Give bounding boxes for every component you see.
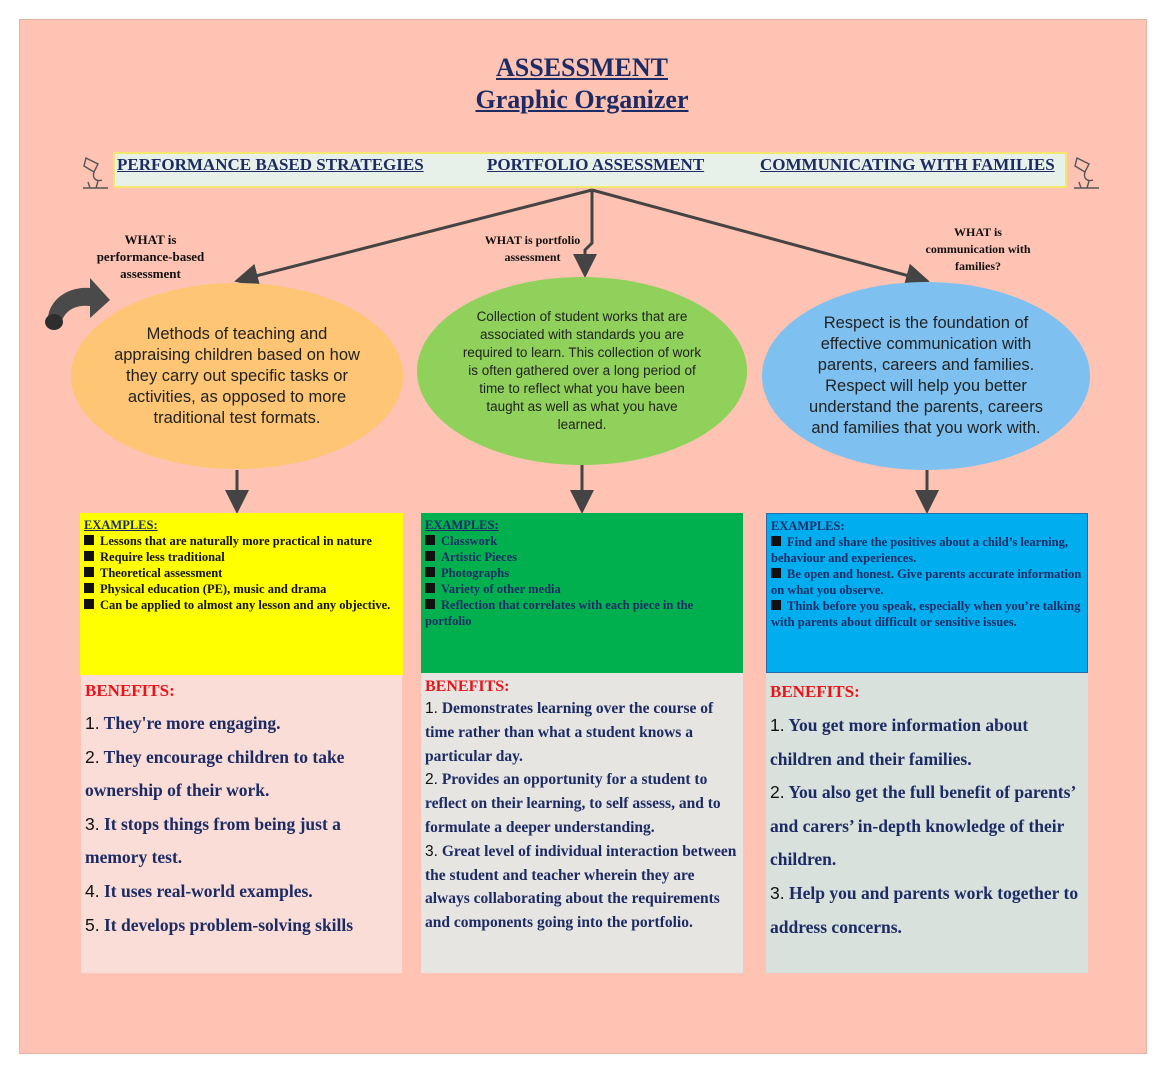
list-item: 2. They encourage children to take owner… [85, 746, 345, 801]
list-item: 3. Great level of individual interaction… [425, 842, 737, 932]
examples-portfolio: EXAMPLES: Classwork Artistic Pieces Phot… [421, 513, 743, 673]
question-communication: WHAT is communication with families? [925, 225, 1031, 273]
benefits-heading: BENEFITS: [425, 678, 510, 695]
description-communication: Respect is the foundation of effective c… [809, 314, 1043, 437]
strategies-banner: PERFORMANCE BASED STRATEGIES PORTFOLIO A… [113, 152, 1067, 188]
list-item: 3. Help you and parents work together to… [770, 882, 1079, 937]
bulb-icon [1071, 154, 1101, 190]
list-item: 3. It stops things from being just a mem… [85, 813, 341, 868]
description-portfolio: Collection of student works that are ass… [462, 309, 702, 432]
banner-communicating: COMMUNICATING WITH FAMILIES [760, 155, 1055, 174]
list-item: Be open and honest. Give parents accurat… [771, 567, 1082, 597]
list-item: Think before you speak, especially when … [771, 599, 1081, 629]
list-item: 2. Provides an opportunity for a student… [425, 771, 721, 836]
list-item: 1. Demonstrates learning over the course… [425, 700, 714, 765]
ellipse-communication: Respect is the foundation of effective c… [762, 282, 1090, 470]
examples-heading: EXAMPLES: [425, 518, 499, 532]
benefits-communication: BENEFITS: 1. You get more information ab… [766, 673, 1088, 973]
list-item: 2. You also get the full benefit of pare… [770, 782, 1075, 870]
banner-performance: PERFORMANCE BASED STRATEGIES [117, 155, 424, 174]
list-item: Photographs [425, 565, 739, 581]
question-performance: WHAT is performance-based assessment [96, 232, 205, 281]
list-item: Require less traditional [84, 549, 399, 565]
list-item: 1. They're more engaging. [85, 713, 281, 733]
description-performance: Methods of teaching and appraising child… [114, 324, 360, 427]
list-item: Theoretical assessment [84, 565, 399, 581]
list-item: Artistic Pieces [425, 549, 739, 565]
page-subtitle: Graphic Organizer [475, 85, 689, 114]
arrow-to-communication [591, 188, 930, 287]
benefits-heading: BENEFITS: [770, 682, 860, 701]
list-item: Variety of other media [425, 581, 739, 597]
benefits-performance: BENEFITS: 1. They're more engaging. 2. T… [81, 675, 402, 973]
list-item: 4. It uses real-world examples. [85, 880, 313, 901]
list-item: Classwork [425, 533, 739, 549]
page-title: ASSESSMENT [496, 53, 668, 82]
benefits-heading: BENEFITS: [85, 681, 175, 700]
ellipse-portfolio: Collection of student works that are ass… [417, 277, 747, 465]
list-item: 1. You get more information about childr… [770, 715, 1029, 769]
list-item: Find and share the positives about a chi… [771, 535, 1068, 565]
examples-performance: EXAMPLES: Lessons that are naturally mor… [80, 513, 403, 675]
banner-portfolio: PORTFOLIO ASSESSMENT [487, 155, 705, 174]
arrow-to-portfolio [573, 190, 597, 278]
examples-heading: EXAMPLES: [84, 518, 158, 532]
list-item: Reflection that correlates with each pie… [425, 598, 694, 628]
ellipse-performance: Methods of teaching and appraising child… [71, 283, 403, 469]
list-item: Lessons that are naturally more practica… [84, 533, 399, 549]
question-portfolio: WHAT is portfolio assessment [484, 233, 581, 264]
curved-arrow-icon [42, 272, 114, 334]
list-item: Physical education (PE), music and drama [84, 581, 399, 597]
bulb-icon [80, 154, 110, 190]
examples-heading: EXAMPLES: [771, 519, 845, 533]
examples-communication: EXAMPLES: Find and share the positives a… [766, 513, 1088, 673]
benefits-portfolio: BENEFITS: 1. Demonstrates learning over … [421, 673, 743, 973]
arrow-to-performance [234, 188, 593, 288]
list-item: 5. It develops problem-solving skills [85, 914, 354, 935]
list-item: Can be applied to almost any lesson and … [84, 597, 399, 613]
